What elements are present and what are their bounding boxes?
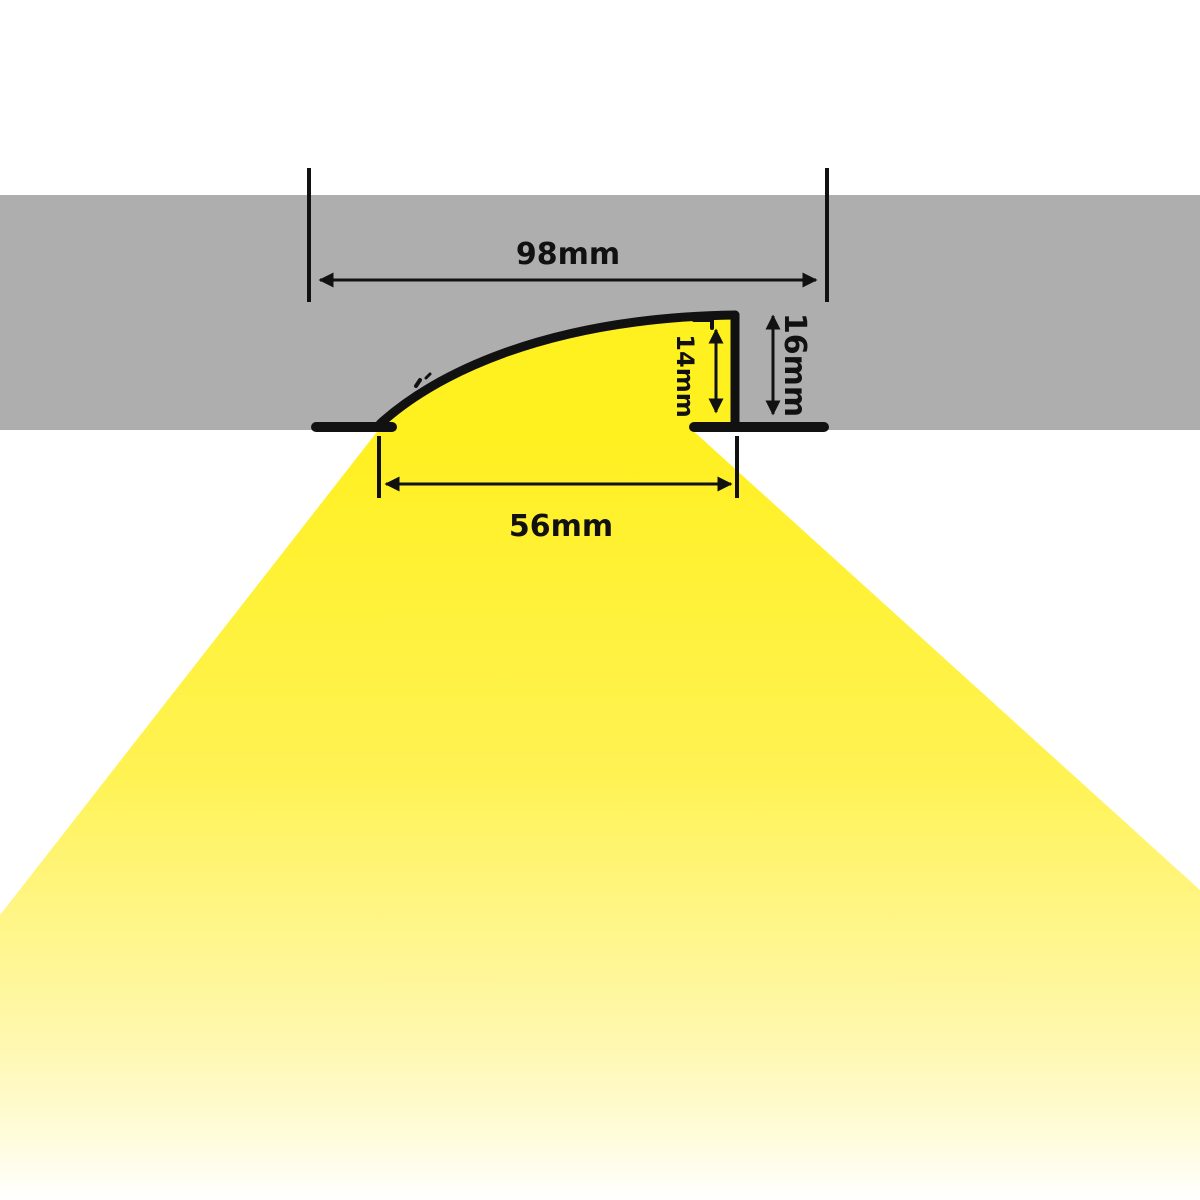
- profile-light-fill: [380, 315, 735, 428]
- aluminium-profile: [311, 310, 829, 432]
- overall-height-label: 16mm: [777, 313, 812, 417]
- overall-width-dimension: [307, 168, 829, 302]
- overall-width-label: 98mm: [516, 237, 620, 272]
- opening-width-label: 56mm: [509, 509, 613, 544]
- opening-width-dimension: [377, 436, 739, 498]
- inner-height-label: 14mm: [671, 334, 699, 417]
- light-beam: [0, 428, 1200, 1200]
